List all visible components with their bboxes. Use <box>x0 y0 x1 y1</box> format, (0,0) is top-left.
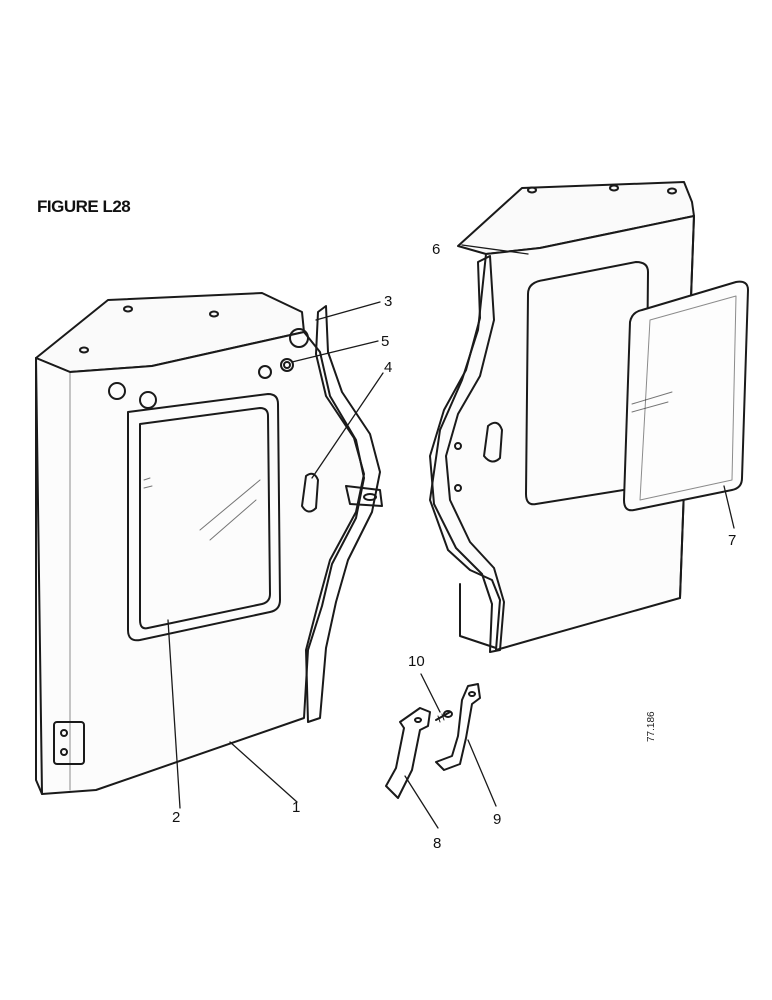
callout-2: 2 <box>172 809 180 826</box>
check-strap-9 <box>435 683 481 771</box>
callout-labels: 3 5 4 6 7 2 1 10 8 9 <box>172 241 736 852</box>
callout-9: 9 <box>493 811 501 828</box>
left-bracket <box>345 485 383 507</box>
callout-8: 8 <box>433 835 441 852</box>
callout-4: 4 <box>384 359 392 376</box>
leader-lines <box>167 244 735 829</box>
callout-3: 3 <box>384 293 392 310</box>
right-seal-strip <box>429 255 505 653</box>
grommet-3 <box>289 328 309 348</box>
right-door-panel <box>429 181 695 651</box>
left-window-seal <box>127 393 281 642</box>
callout-6: 6 <box>432 241 440 258</box>
callout-5: 5 <box>381 333 389 350</box>
loose-glass-pane <box>623 280 749 512</box>
grommet-5 <box>280 358 294 372</box>
callout-1: 1 <box>292 799 300 816</box>
left-door-panel <box>35 292 365 795</box>
callout-10: 10 <box>408 653 425 670</box>
screw-10 <box>435 710 453 723</box>
callout-7: 7 <box>728 532 736 549</box>
figure-title: FIGURE L28 <box>37 197 131 216</box>
check-strap-8 <box>385 707 431 799</box>
left-seal-strip <box>305 305 381 723</box>
